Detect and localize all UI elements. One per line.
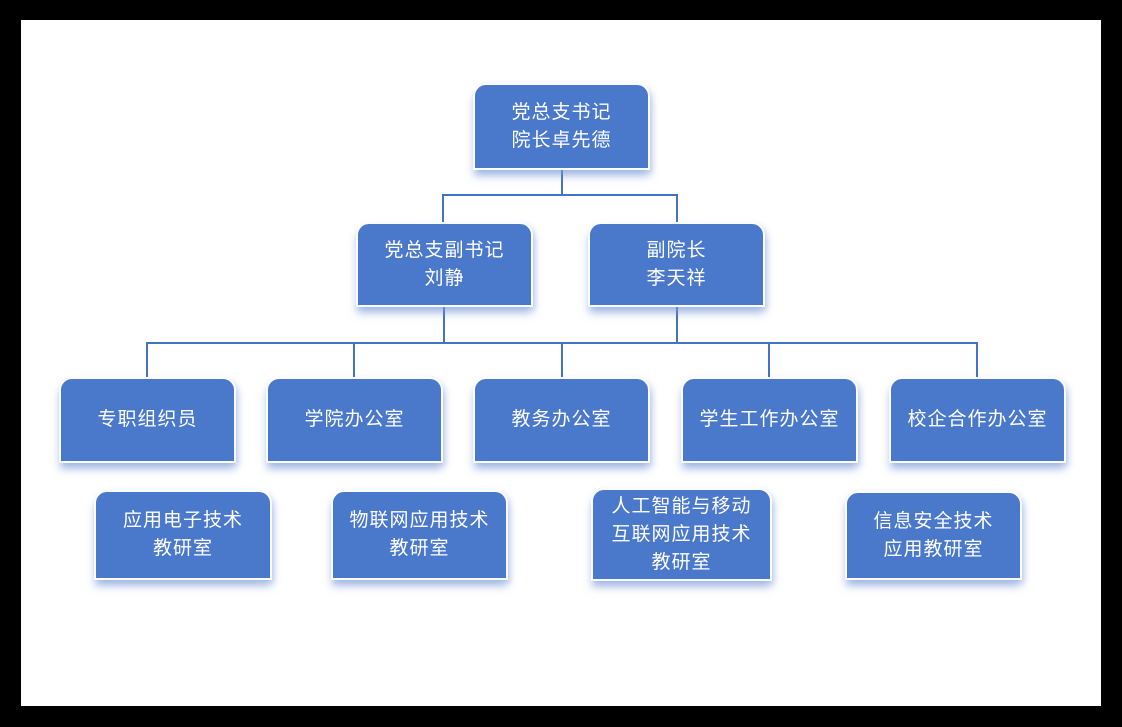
node-label-line: 李天祥: [646, 267, 707, 289]
slide-canvas: 党总支书记 院长卓先德 党总支副书记 刘静 副院长 李天祥 专职组织员 学院办公…: [21, 20, 1101, 706]
connector-vertical: [561, 342, 563, 377]
node-academic-affairs-office: 教务办公室: [473, 377, 650, 463]
connector-vertical: [676, 307, 678, 344]
connector-vertical: [146, 342, 148, 377]
node-vice-dean: 副院长 李天祥: [588, 222, 765, 307]
node-deputy-party-secretary: 党总支副书记 刘静: [356, 222, 533, 307]
node-label-line: 院长卓先德: [511, 129, 612, 151]
node-label-line: 刘静: [424, 267, 465, 289]
node-label-line: 校企合作办公室: [907, 409, 1048, 430]
connector-vertical: [442, 194, 444, 222]
connector-vertical: [976, 342, 978, 377]
node-label-line: 互联网应用技术: [611, 523, 752, 545]
connector-vertical: [561, 170, 563, 196]
node-label-line: 副院长: [646, 239, 707, 261]
node-label-line: 学生工作办公室: [699, 409, 840, 430]
node-label-line: 教研室: [389, 538, 450, 559]
connector-vertical: [676, 194, 678, 222]
node-label-line: 党总支书记: [511, 101, 612, 123]
node-school-enterprise-office: 校企合作办公室: [889, 377, 1066, 463]
node-label-line: 人工智能与移动: [611, 495, 752, 517]
connector-vertical: [353, 342, 355, 377]
node-fulltime-organizer: 专职组织员: [59, 377, 236, 463]
connector-vertical: [443, 307, 445, 344]
node-label-line: 教务办公室: [511, 409, 612, 430]
node-ai-mobile-internet-lab: 人工智能与移动 互联网应用技术 教研室: [591, 488, 772, 581]
node-label-line: 应用电子技术: [122, 510, 243, 531]
node-label-line: 党总支副书记: [384, 239, 505, 261]
node-college-office: 学院办公室: [266, 377, 443, 463]
node-infosec-application-lab: 信息安全技术 应用教研室: [845, 491, 1022, 580]
node-label-line: 教研室: [651, 551, 712, 573]
node-party-secretary-dean: 党总支书记 院长卓先德: [473, 83, 650, 170]
connector-vertical: [768, 342, 770, 377]
node-label-line: 物联网应用技术: [349, 510, 490, 531]
node-label-line: 信息安全技术: [873, 510, 994, 532]
node-applied-electronics-lab: 应用电子技术 教研室: [94, 490, 272, 580]
node-iot-application-lab: 物联网应用技术 教研室: [331, 490, 508, 580]
node-label-line: 学院办公室: [304, 409, 405, 430]
node-label-line: 教研室: [152, 538, 213, 559]
connector-horizontal: [442, 194, 678, 196]
node-student-work-office: 学生工作办公室: [681, 377, 858, 463]
node-label-line: 应用教研室: [883, 538, 984, 560]
node-label-line: 专职组织员: [97, 409, 198, 430]
